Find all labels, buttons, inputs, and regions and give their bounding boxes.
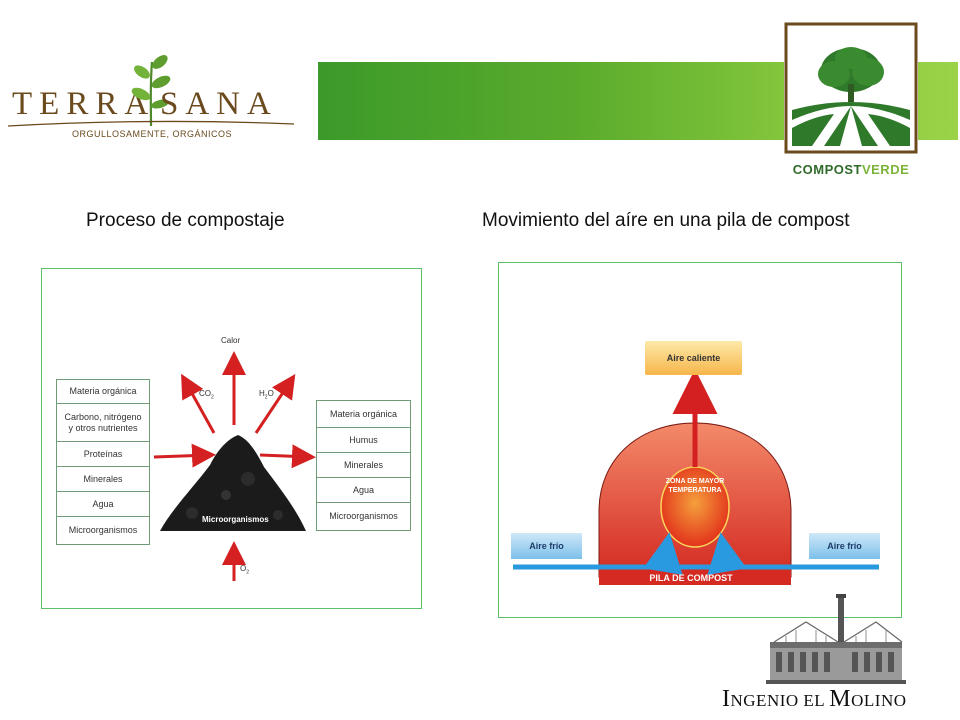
ingenio-logo: [766, 592, 906, 686]
compostverde-part-a: COMPOST: [792, 162, 862, 177]
terrasana-logo: TERRA SANA ORGULLOSAMENTE, ORGÁNICOS: [0, 40, 300, 150]
terrasana-word-left: TERRA: [12, 86, 156, 122]
output-item: Microorganismos: [329, 511, 398, 521]
terrasana-word-right: SANA: [160, 86, 278, 122]
title-air-movement: Movimiento del aíre en una pila de compo…: [482, 210, 850, 231]
h2o-label: H2O: [259, 389, 274, 401]
o2-label: O2: [240, 564, 249, 576]
sprout-icon: [131, 55, 171, 127]
input-item: Minerales: [57, 467, 149, 492]
input-item: Proteínas: [57, 442, 149, 467]
h2o-text-b: O: [267, 389, 274, 398]
terrasana-tagline: ORGULLOSAMENTE, ORGÁNICOS: [72, 129, 233, 139]
compostverde-logo: COMPOSTVERDE: [784, 22, 918, 182]
output-item: Minerales: [317, 453, 410, 478]
ingenio-initial: I: [722, 686, 731, 712]
h2o-subscript: 2: [264, 394, 268, 401]
air-flow-graphic: [513, 369, 879, 585]
input-item: Materia orgánica: [57, 380, 149, 404]
process-arrows: [153, 351, 316, 581]
input-item: Agua: [57, 492, 149, 517]
co2-subscript: 2: [211, 394, 214, 401]
output-item: Humus: [317, 428, 410, 453]
o2-text: O: [240, 564, 247, 573]
ingenio-rest: NGENIO EL: [730, 691, 830, 710]
hot-air-box: Aire caliente: [645, 341, 742, 375]
hot-zone-label: ZONA DE MAYOR TEMPERATURA: [665, 478, 725, 494]
co2-label: CO2: [199, 389, 214, 401]
logo-swoosh: [7, 120, 295, 127]
h2o-text-a: H: [259, 389, 265, 398]
output-item: Materia orgánica: [317, 401, 410, 428]
compost-pile-label: PILA DE COMPOST: [649, 573, 733, 583]
cold-air-box-left: Aire frío: [511, 533, 582, 559]
factory-icon: [766, 594, 906, 684]
molino-initial: M: [829, 686, 852, 712]
co2-text: CO: [199, 389, 211, 398]
compostverde-wordmark: COMPOSTVERDE: [784, 162, 918, 177]
air-movement-diagram: Aire caliente Aire frío Aire frío ZONA D…: [498, 262, 902, 618]
molino-rest: OLINO: [851, 691, 907, 710]
input-item: Carbono, nitrógeno y otros nutrientes: [57, 404, 149, 442]
tree-field-icon: [784, 22, 918, 154]
heat-label: Calor: [221, 336, 241, 345]
title-compost-process: Proceso de compostaje: [86, 210, 285, 231]
cold-air-box-right: Aire frío: [809, 533, 880, 559]
inputs-list: Materia orgánica Carbono, nitrógeno y ot…: [56, 379, 150, 545]
input-item: Microorganismos: [68, 525, 138, 535]
pile-microorganisms-label: Microorganismos: [202, 515, 269, 524]
compostverde-part-b: VERDE: [861, 162, 910, 177]
compost-process-diagram: Materia orgánica Carbono, nitrógeno y ot…: [41, 268, 422, 609]
outputs-list: Materia orgánica Humus Minerales Agua Mi…: [316, 400, 411, 531]
o2-subscript: 2: [246, 569, 250, 576]
output-item: Agua: [317, 478, 410, 503]
ingenio-wordmark: INGENIO EL MOLINO: [722, 686, 907, 713]
